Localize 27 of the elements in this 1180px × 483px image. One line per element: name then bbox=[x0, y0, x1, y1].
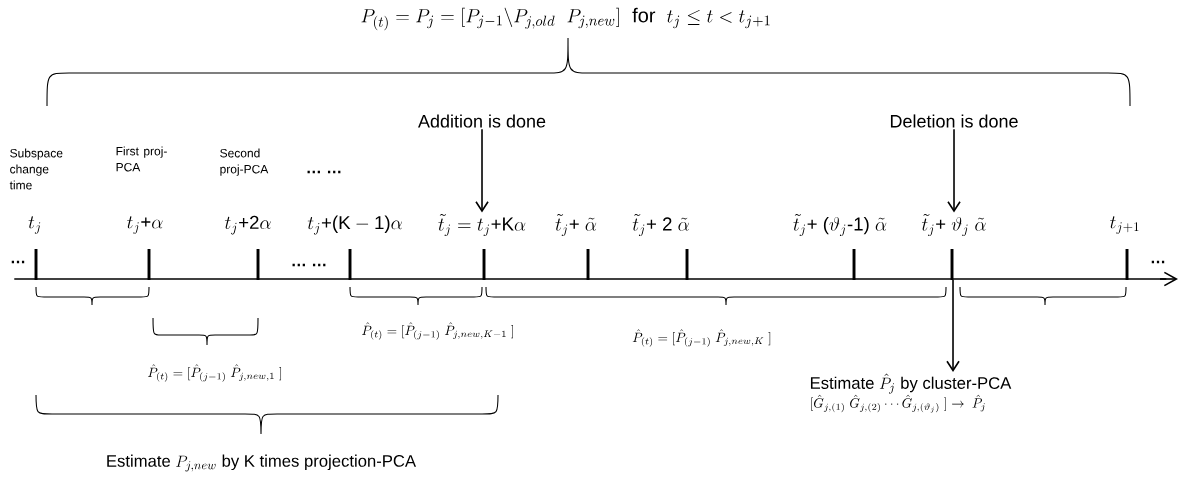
title: $P_{(t)} = P_j = [P_{j-1}\backslash P_{j,old}\ \ P_{j,new}]\ \mbox{ for }\ t_j \le t < t_{j+1}$ bbox=[361, 7, 770, 31]
annotation-text: $\mbox{Estimate }\hat{P}_j\mbox{ by cluster-PCA}$ $[\hat{G}_{j,(1)}\ \hat{G}_{j,(2)}\cdots\hat{G}_{j,(\vartheta_j)}\ ]\rightarrow\ \hat{P}_j$ bbox=[810, 373, 1012, 413]
tick-label: $t_j\mbox{+}\alpha$ bbox=[127, 216, 163, 234]
annotation-text: Deletion is done bbox=[890, 114, 1018, 128]
tick-label: $t_j$ bbox=[28, 216, 41, 234]
formula: $\hat{P}_{(t)} = [\hat{P}_{(j-1)}\ \hat{P}_{j,new,K-1}\ ]$ bbox=[362, 322, 513, 340]
tick-label: $t_j\mbox{+(K}-\mbox{1)}\alpha$ bbox=[307, 215, 402, 235]
tick-label: $\tilde{t}_j = t_j\mbox{+K}\alpha$ bbox=[438, 214, 526, 237]
ellipsis: … bbox=[11, 260, 25, 264]
text-label: First proj-PCA bbox=[116, 146, 167, 172]
tick-label: $t_j\mbox{+2}\alpha$ bbox=[224, 215, 271, 235]
tick-label: $\tilde{t}_j\mbox{+ (}\vartheta_j\mbox{-1) }\tilde{\alpha}$ bbox=[793, 214, 887, 237]
tick-label: $t_{j+1}$ bbox=[1110, 216, 1139, 234]
annotation-text: Addition is done bbox=[418, 114, 546, 128]
arrow bbox=[946, 279, 960, 372]
tick-label: $\tilde{t}_j\mbox{+ 2 }\tilde{\alpha}$ bbox=[632, 214, 689, 237]
tick-label: $\tilde{t}_j\mbox{+ }\tilde{\alpha}$ bbox=[555, 214, 597, 237]
timeline-axis bbox=[14, 271, 1178, 287]
text-label: Subspace change time bbox=[9, 148, 63, 190]
arrow bbox=[947, 128, 961, 213]
tick-label: $\tilde{t}_j\mbox{+ }\vartheta_j\ \tilde{\alpha}$ bbox=[921, 214, 986, 237]
formula: $\hat{P}_{(t)} = [\hat{P}_{(j-1)}\ \hat{P}_{j,new,1}\ ]$ bbox=[147, 364, 281, 382]
ellipsis: … … bbox=[307, 170, 341, 174]
brace-label: $\mbox{Estimate }P_{j,new}\mbox{ by K times projection-PCA}$ bbox=[107, 454, 417, 472]
formula: $\hat{P}_{(t)} = [\hat{P}_{(j-1)}\ \hat{P}_{j,new,K}\ ]$ bbox=[632, 329, 771, 347]
text-label: Second proj-PCA bbox=[220, 148, 269, 176]
arrow bbox=[475, 128, 489, 213]
